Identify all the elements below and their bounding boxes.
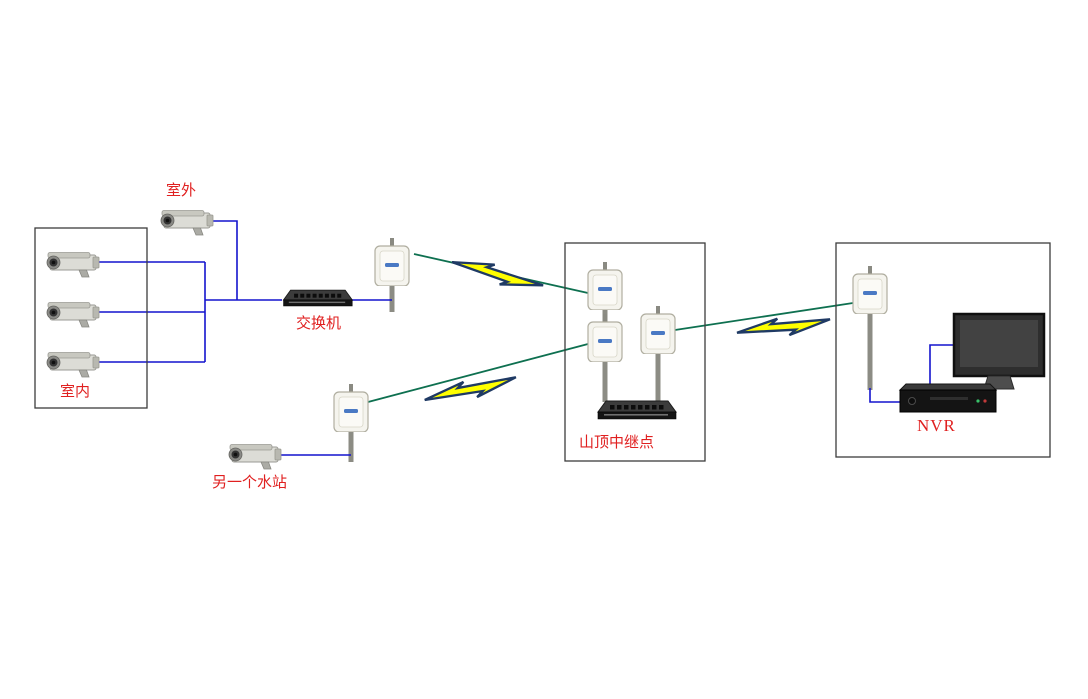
nvr-side-ap-icon: [852, 266, 888, 314]
lightning-bolt-icon: [424, 376, 517, 402]
cable-lines: [99, 220, 954, 456]
relay-ap-1-icon: [587, 262, 623, 310]
relay-switch-icon: [597, 400, 677, 420]
nvr-vent-slot: [930, 397, 968, 400]
nvr-enclosure-box: [835, 242, 1051, 458]
cable-ap-to-nvr: [869, 388, 900, 403]
cable-outdoor-cam: [213, 220, 238, 300]
monitor-panel: [960, 320, 1038, 367]
wireless-link-water-to-relay: [367, 343, 589, 403]
relay-ap-3-icon: [640, 306, 676, 354]
label-indoor: 室内: [60, 384, 91, 400]
indoor-camera-3-icon: [46, 352, 100, 378]
nvr-top-face: [898, 383, 998, 391]
nvr-front-face: [899, 389, 997, 413]
nvr-icon: [898, 383, 998, 413]
label-relay-point: 山顶中继点: [579, 435, 655, 451]
label-outdoor: 室外: [166, 183, 197, 199]
nvr-knob: [908, 397, 916, 405]
indoor-camera-1-icon: [46, 252, 100, 278]
main-ap-icon: [374, 238, 410, 286]
water-station-camera-icon: [228, 444, 282, 470]
label-nvr: NVR: [917, 416, 956, 435]
monitor-icon: [952, 312, 1046, 390]
enclosures: [34, 227, 1051, 462]
cable-monitor-to-nvr: [929, 344, 954, 390]
label-switch: 交换机: [296, 316, 342, 332]
indoor-enclosure-box: [34, 227, 148, 409]
water-station-ap-icon: [333, 384, 369, 432]
relay-enclosure-box: [564, 242, 706, 462]
lightning-bolts: [424, 260, 831, 402]
outdoor-camera-icon: [160, 210, 214, 236]
lightning-bolt-icon: [736, 317, 831, 337]
indoor-camera-2-icon: [46, 302, 100, 328]
nvr-led-red: [983, 399, 987, 403]
nvr-led-green: [976, 399, 980, 403]
lightning-bolt-icon: [451, 260, 544, 287]
relay-ap-2-icon: [587, 314, 623, 362]
main-switch-icon: [283, 289, 353, 307]
label-water-station: 另一个水站: [212, 475, 288, 491]
